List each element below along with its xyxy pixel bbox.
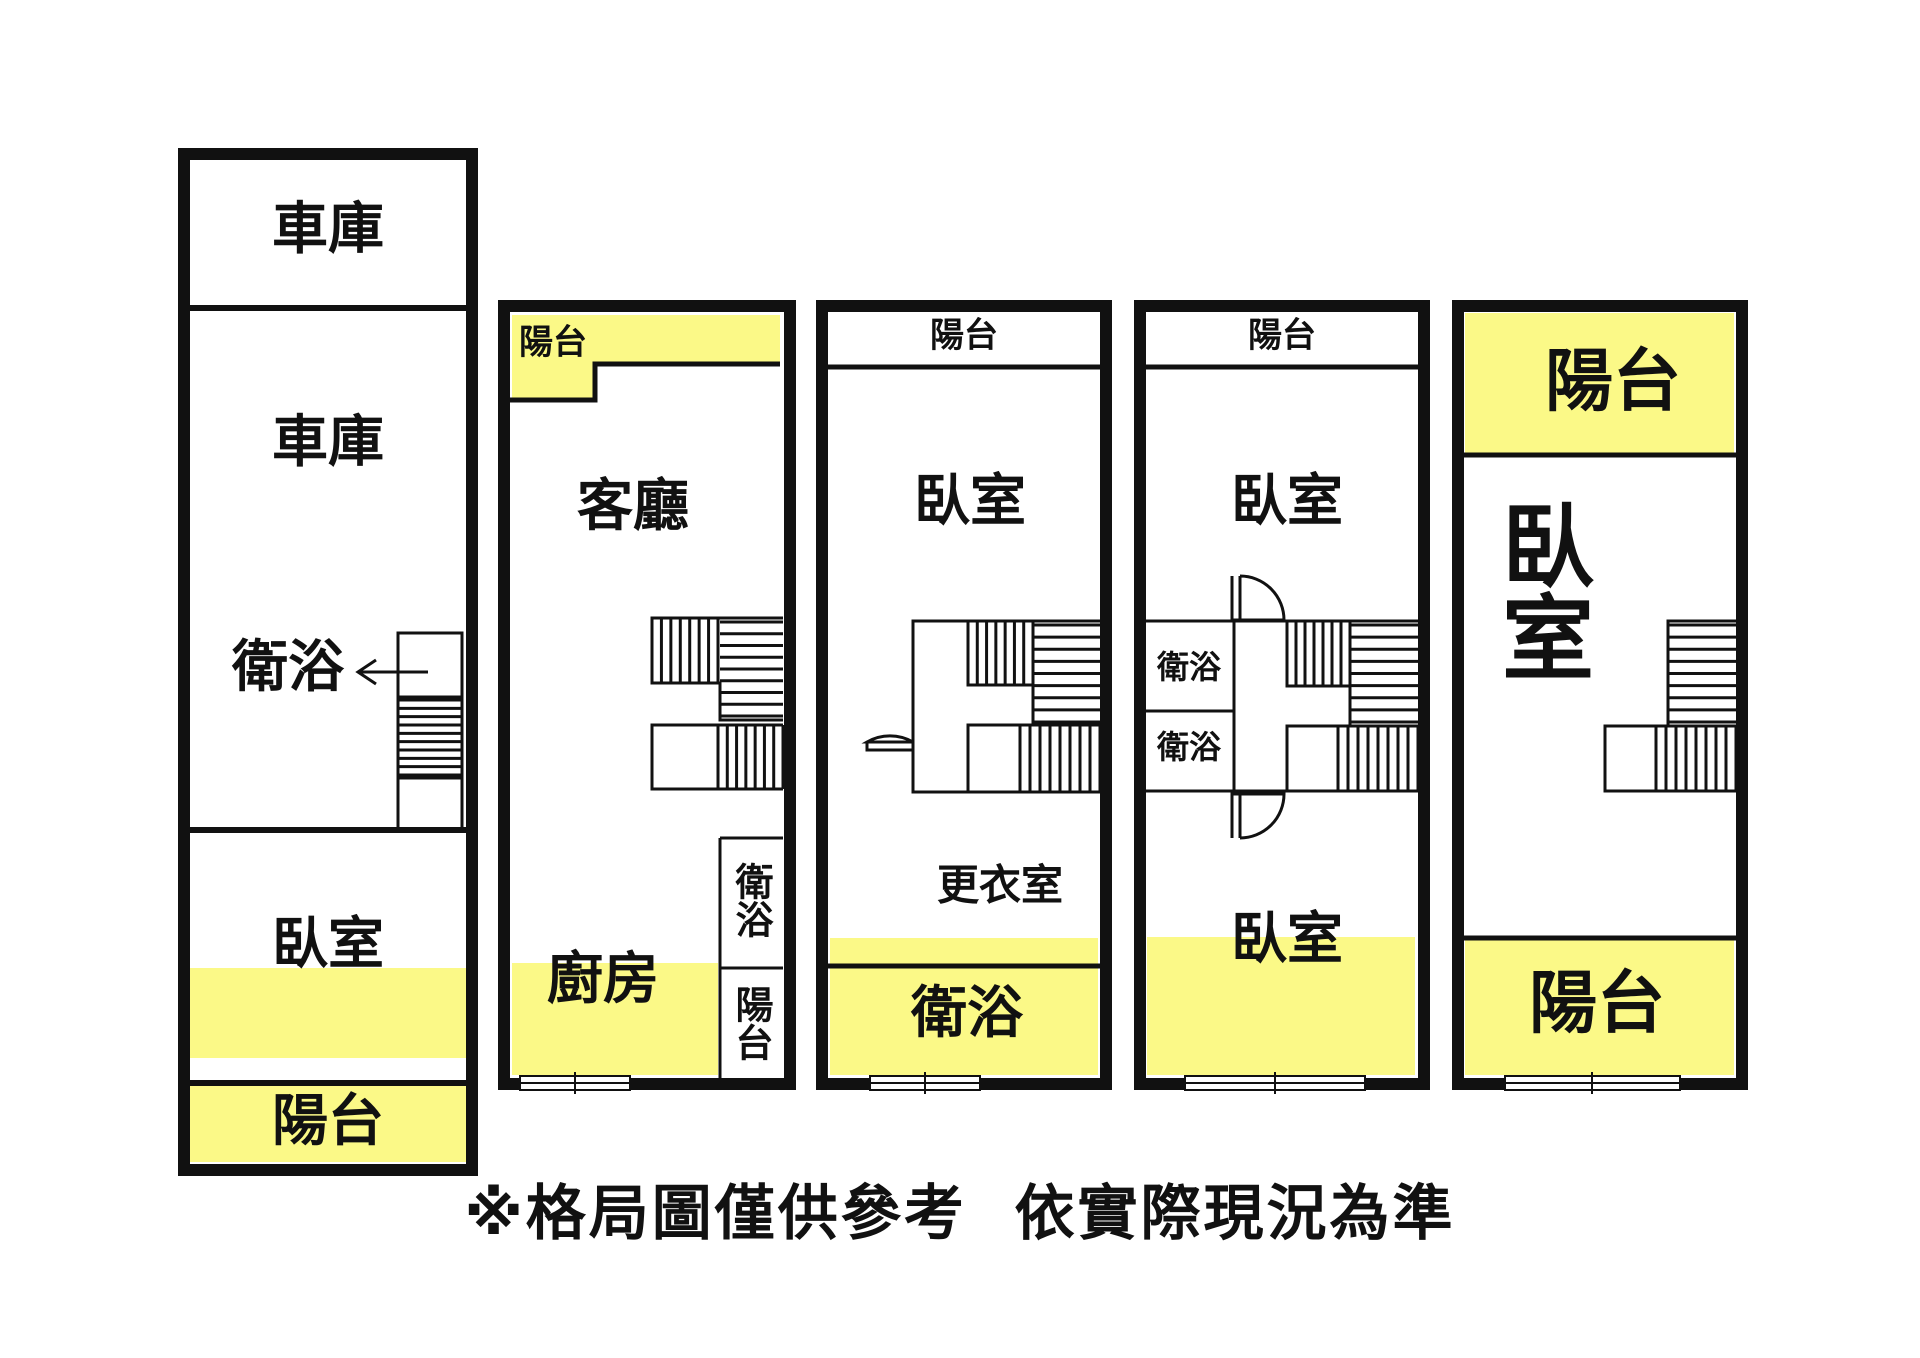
room-label-balcony: 陽台 <box>272 1089 384 1154</box>
room-label-bedroom: 臥室 <box>272 912 384 977</box>
floor-3-window <box>869 1072 981 1094</box>
floor-2-window <box>519 1072 631 1094</box>
room-label-balcony: 陽台 <box>1248 316 1316 356</box>
floor-4-staircase <box>1285 619 1420 791</box>
room-label-living-room: 客廳 <box>577 474 689 539</box>
floor-2-outer-wall <box>498 300 796 1090</box>
floor-1-bedroom-highlight <box>189 968 467 1058</box>
door-swing-icon <box>1230 792 1286 840</box>
room-label-bedroom: 臥室 <box>914 469 1026 534</box>
floor-3-closet-highlight <box>830 938 1098 964</box>
floor-4-window <box>1184 1072 1366 1094</box>
room-label-balcony-front: 陽台 <box>1545 343 1681 422</box>
room-label-garage: 車庫 <box>272 410 384 475</box>
door-swing-icon <box>861 734 914 752</box>
floor-2-wall <box>510 361 780 403</box>
room-label-bathroom-2: 衛浴 <box>1156 728 1222 766</box>
room-label-bedroom-rear: 臥室 <box>1231 907 1343 972</box>
room-label-closet: 更衣室 <box>937 861 1063 910</box>
floor-1-outer-wall <box>178 148 478 1176</box>
floor-2-staircase <box>650 616 785 791</box>
floor-2-bathroom-cell <box>718 836 783 1078</box>
room-label-bathroom: 衛浴 <box>910 981 1024 1046</box>
room-label-balcony-small: 陽台 <box>729 985 773 1061</box>
door-swing-icon <box>1230 574 1286 622</box>
floor-1-balcony-highlight <box>189 1086 467 1162</box>
floor-4-plan: 陽台 臥室 衛浴 衛浴 臥室 <box>1134 300 1430 1094</box>
room-label-kitchen: 廚房 <box>547 947 659 1012</box>
room-label-balcony: 陽台 <box>930 316 998 356</box>
floor-2-plan: 陽台 客廳 衛浴 廚房 陽台 <box>498 300 796 1094</box>
floor-3-bathroom-highlight <box>830 964 1098 1075</box>
floor-5-window <box>1504 1072 1681 1094</box>
room-label-bedroom-front: 臥室 <box>1231 469 1343 534</box>
room-label-bathroom-1: 衛浴 <box>1156 648 1222 686</box>
floor-3-staircase <box>911 619 1102 794</box>
floor-5-plan: 陽台 臥室 陽台 <box>1452 300 1748 1094</box>
floor-2-kitchen-highlight <box>512 963 718 1075</box>
room-label-bathroom: 衛浴 <box>729 862 774 938</box>
floor-5-staircase <box>1603 619 1738 793</box>
floor-4-bedroom-rear-highlight <box>1147 937 1415 1075</box>
floor-1-staircase <box>396 631 464 831</box>
arrow-left-icon <box>355 658 428 686</box>
floor-5-balcony-front-highlight <box>1465 313 1734 453</box>
floor-5-balcony-rear-highlight <box>1465 937 1734 1075</box>
room-label-balcony-rear: 陽台 <box>1529 965 1665 1044</box>
floor-1-plan: 車庫 車庫 衛浴 臥室 陽台 <box>178 148 478 1176</box>
room-label-bedroom: 臥室 <box>1487 498 1594 682</box>
room-label-bathroom: 衛浴 <box>231 635 345 700</box>
floor-2-balcony-highlight <box>512 315 780 398</box>
disclaimer-note: ※格局圖僅供參考 依實際現況為準 <box>464 1179 1456 1249</box>
floor-3-plan: 陽台 臥室 更衣室 衛浴 <box>816 300 1112 1094</box>
room-label-garage-front: 車庫 <box>272 197 384 262</box>
room-label-balcony: 陽台 <box>519 323 587 363</box>
